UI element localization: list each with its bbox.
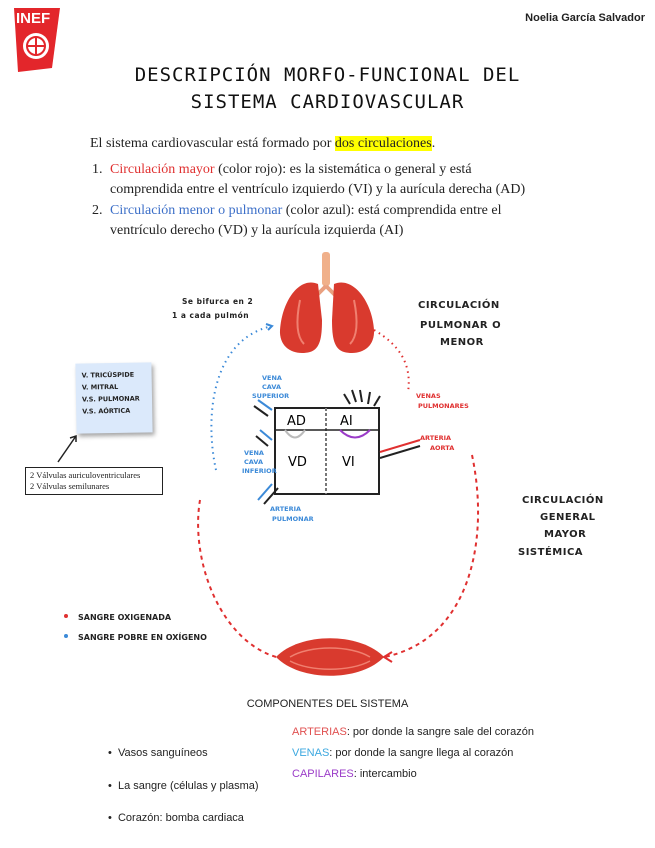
pulmonary-vein-path [373, 329, 410, 393]
chamber-vi-label: VI [342, 455, 355, 470]
intro-text: El sistema cardiovascular está formado p… [90, 136, 435, 152]
arterias-name: ARTERIAS [292, 726, 347, 738]
legend-blue-label: SANGRE POBRE EN OXÍGENO [78, 631, 207, 642]
heart-chambers: AD AI VD VI [274, 407, 380, 495]
systemic-artery-path [383, 454, 480, 658]
circ-mayor-label4: SISTÉMICA [518, 545, 583, 558]
corazon-item: • Corazón: bomba cardiaca [108, 812, 244, 824]
chamber-ai-label: AI [340, 414, 353, 429]
ap-label2: PULMONAR [272, 515, 314, 523]
capilares-name: CAPILARES [292, 768, 354, 780]
red-labels: VENAS PULMONARES ARTERIA AORTA [416, 392, 469, 452]
lungs-illustration [279, 252, 375, 354]
legend-blue-dot [64, 634, 68, 638]
aorta-label1: ARTERIA [420, 434, 451, 442]
svg-text:INEF: INEF [16, 10, 50, 27]
vci-label3: INFERIOR [242, 467, 277, 475]
valves-sticky-note: V. TRICÚSPIDE V. MITRAL V.S. PULMONAR V.… [75, 362, 153, 434]
vci-label1: VENA [244, 449, 264, 457]
bifurca-line2: 1 a cada pulmón [172, 311, 249, 320]
vp-label2: PULMONARES [418, 402, 469, 410]
vp-label1: VENAS [416, 392, 441, 400]
bifurca-line1: Se bifurca en 2 [182, 297, 253, 306]
venas-text: : por donde la sangre llega al corazón [329, 747, 514, 759]
list-text: (color rojo): es la sistemática o genera… [214, 162, 472, 177]
page-title-line1: DESCRIPCIÓN MORFO-FUNCIONAL DEL [134, 64, 521, 86]
vasos-item: • Vasos sanguíneos [108, 747, 208, 759]
vci-label2: CAVA [244, 458, 263, 466]
arterias-item: ARTERIAS: por donde la sangre sale del c… [292, 726, 534, 738]
muscle-illustration [276, 638, 384, 676]
list-item: 2. Circulación menor o pulmonar (color a… [92, 201, 567, 241]
circ-mayor-label1: CIRCULACIÓN [522, 493, 604, 506]
page-title-line2: SISTEMA CARDIOVASCULAR [190, 91, 465, 113]
vessel-stubs [253, 389, 421, 505]
arterias-text: : por donde la sangre sale del corazón [346, 726, 534, 738]
ap-label1: ARTERIA [270, 505, 301, 513]
circ-menor-label3: MENOR [440, 337, 484, 348]
legend-red-label: SANGRE OXIGENADA [78, 613, 172, 622]
systemic-return-path [197, 499, 277, 658]
vasos-label: Vasos sanguíneos [117, 747, 208, 759]
list-number: 1. [92, 162, 103, 177]
valves-box-line1: 2 Válvulas auriculoventriculares [30, 470, 141, 480]
vcs-label2: CAVA [262, 383, 281, 391]
venas-name: VENAS [292, 747, 330, 759]
circulation-list: 1. Circulación mayor (color rojo): es la… [92, 160, 567, 242]
vcs-label3: SUPERIOR [252, 392, 289, 400]
intro-after: . [431, 136, 436, 151]
note-line: V.S. AÓRTICA [82, 406, 131, 416]
blue-labels: VENA CAVA SUPERIOR VENA CAVA INFERIOR AR… [242, 374, 314, 523]
aorta-label2: AORTA [430, 444, 454, 452]
capilares-text: : intercambio [353, 768, 417, 780]
handwritten-labels: Se bifurca en 2 1 a cada pulmón CIRCULAC… [172, 297, 604, 558]
valves-box-line2: 2 Válvulas semilunares [30, 481, 110, 491]
circ-mayor-name: Circulación mayor [110, 162, 215, 177]
cardiovascular-diagram: AD AI VD VI Se bifurca en 2 1 a cada pul… [57, 252, 604, 676]
inef-logo: INEF [14, 8, 60, 72]
corazon-label: Corazón: bomba cardiaca [117, 812, 244, 824]
sangre-label: La sangre (células y plasma) [117, 780, 259, 792]
circ-menor-name: Circulación menor o pulmonar [110, 203, 283, 218]
sangre-item: • La sangre (células y plasma) [108, 780, 259, 792]
list-item: 1. Circulación mayor (color rojo): es la… [92, 160, 567, 200]
intro-before: El sistema cardiovascular está formado p… [90, 136, 335, 151]
list-text: (color azul): está comprendida entre el [282, 203, 502, 218]
valves-box: 2 Válvulas auriculoventriculares 2 Válvu… [25, 467, 163, 495]
intro-highlight: dos circulaciones [334, 136, 432, 151]
list-text: ventrículo derecho (VD) y la aurícula iz… [110, 223, 404, 238]
circ-mayor-label3: MAYOR [544, 529, 586, 540]
list-number: 2. [92, 203, 103, 218]
legend: SANGRE OXIGENADA SANGRE POBRE EN OXÍGENO [64, 613, 207, 642]
venas-item: VENAS: por donde la sangre llega al cora… [292, 747, 513, 759]
author-name: Noelia García Salvador [525, 12, 645, 24]
capilares-item: CAPILARES: intercambio [292, 768, 417, 780]
components-title: COMPONENTES DEL SISTEMA [246, 698, 409, 710]
legend-red-dot [64, 614, 68, 618]
pulmonary-artery-path [210, 325, 273, 471]
vcs-label1: VENA [262, 374, 282, 382]
chamber-vd-label: VD [288, 455, 307, 470]
circ-mayor-label2: GENERAL [540, 512, 596, 523]
chamber-ad-label: AD [287, 414, 306, 429]
list-text: comprendida entre el ventrículo izquierd… [110, 182, 526, 197]
circ-menor-label2: PULMONAR O [420, 320, 501, 331]
note-line: V. TRICÚSPIDE [81, 370, 135, 380]
circ-menor-label1: CIRCULACIÓN [418, 298, 500, 311]
